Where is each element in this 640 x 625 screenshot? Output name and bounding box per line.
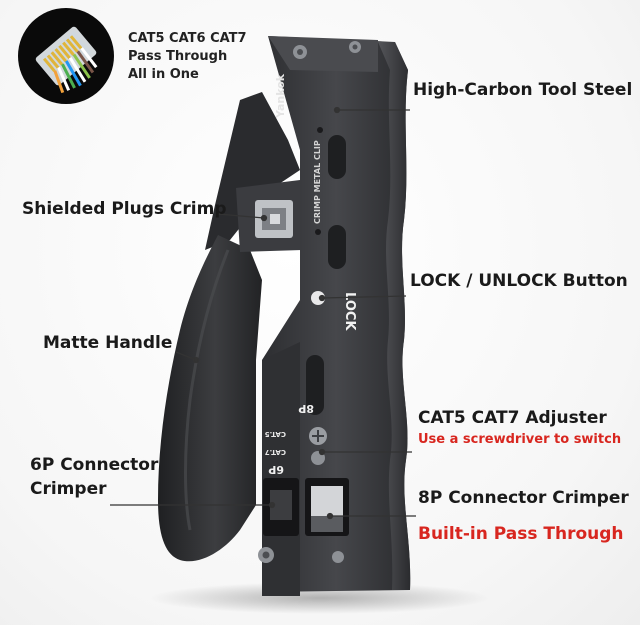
callout-steel: High-Carbon Tool Steel [413, 80, 633, 100]
engraving-cat7: CAT.7 [265, 448, 286, 456]
adjuster-slot [306, 355, 324, 415]
upper-arm [205, 92, 300, 250]
leader-shielded-dot [260, 214, 268, 222]
screw-top-right-center [352, 44, 358, 50]
cavity-8p-die [311, 486, 343, 516]
handle-highlight [184, 249, 230, 531]
body-edge [378, 42, 411, 590]
matte-handle [158, 235, 262, 562]
cavity-6p-die [270, 490, 292, 520]
inset-line-1: CAT5 CAT6 CAT7 [128, 31, 247, 46]
leader-handle-dot [192, 356, 200, 364]
lock-engraving: LOCK [342, 292, 357, 331]
inset-line-3: All in One [128, 67, 199, 82]
pin-hole-1 [317, 127, 323, 133]
engraving-8p: 8P [298, 402, 314, 415]
crimp-clip-engraving: CRIMP METAL CLIP [313, 140, 322, 224]
callout-8p: 8P Connector Crimper [418, 488, 629, 508]
callout-6p-line2: Crimper [30, 479, 107, 499]
leader-steel-dot [333, 106, 341, 114]
callout-adjuster: CAT5 CAT7 Adjuster [418, 408, 607, 428]
shielded-die-center [270, 214, 280, 224]
leader-adjuster-dot [318, 448, 326, 456]
leader-handle [175, 351, 197, 361]
brand-engraving: Yankok [274, 73, 287, 119]
callout-shielded: Shielded Plugs Crimp [22, 199, 227, 219]
callout-lock-button: LOCK / UNLOCK Button [410, 271, 628, 291]
pin-hole-2 [315, 229, 321, 235]
screw-bottom-right [332, 551, 344, 563]
leader-lock-dot [318, 294, 326, 302]
callout-6p-line1: 6P Connector [30, 455, 159, 475]
connector-inset [18, 8, 114, 104]
inset-line-2: Pass Through [128, 49, 228, 64]
lock-button [311, 291, 325, 305]
callout-adjuster-note: Use a screwdriver to switch [418, 432, 622, 447]
leader-8p-dot [326, 512, 334, 520]
callout-handle: Matte Handle [43, 333, 173, 353]
callout-pass-through: Built-in Pass Through [418, 524, 624, 544]
engraving-6p: 6P [268, 463, 284, 476]
slot-lower [328, 225, 346, 269]
screw-top-left-center [297, 49, 303, 55]
leader-shielded [217, 213, 265, 219]
screw-bottom-left-center [262, 551, 270, 559]
leader-6p-dot [268, 501, 276, 509]
rj45-connector-icon [35, 26, 98, 94]
cavity-8p-blade [311, 516, 343, 532]
engraving-cat5: CAT.5 [265, 430, 286, 438]
leader-lock [321, 295, 407, 299]
slot-upper [328, 135, 346, 179]
